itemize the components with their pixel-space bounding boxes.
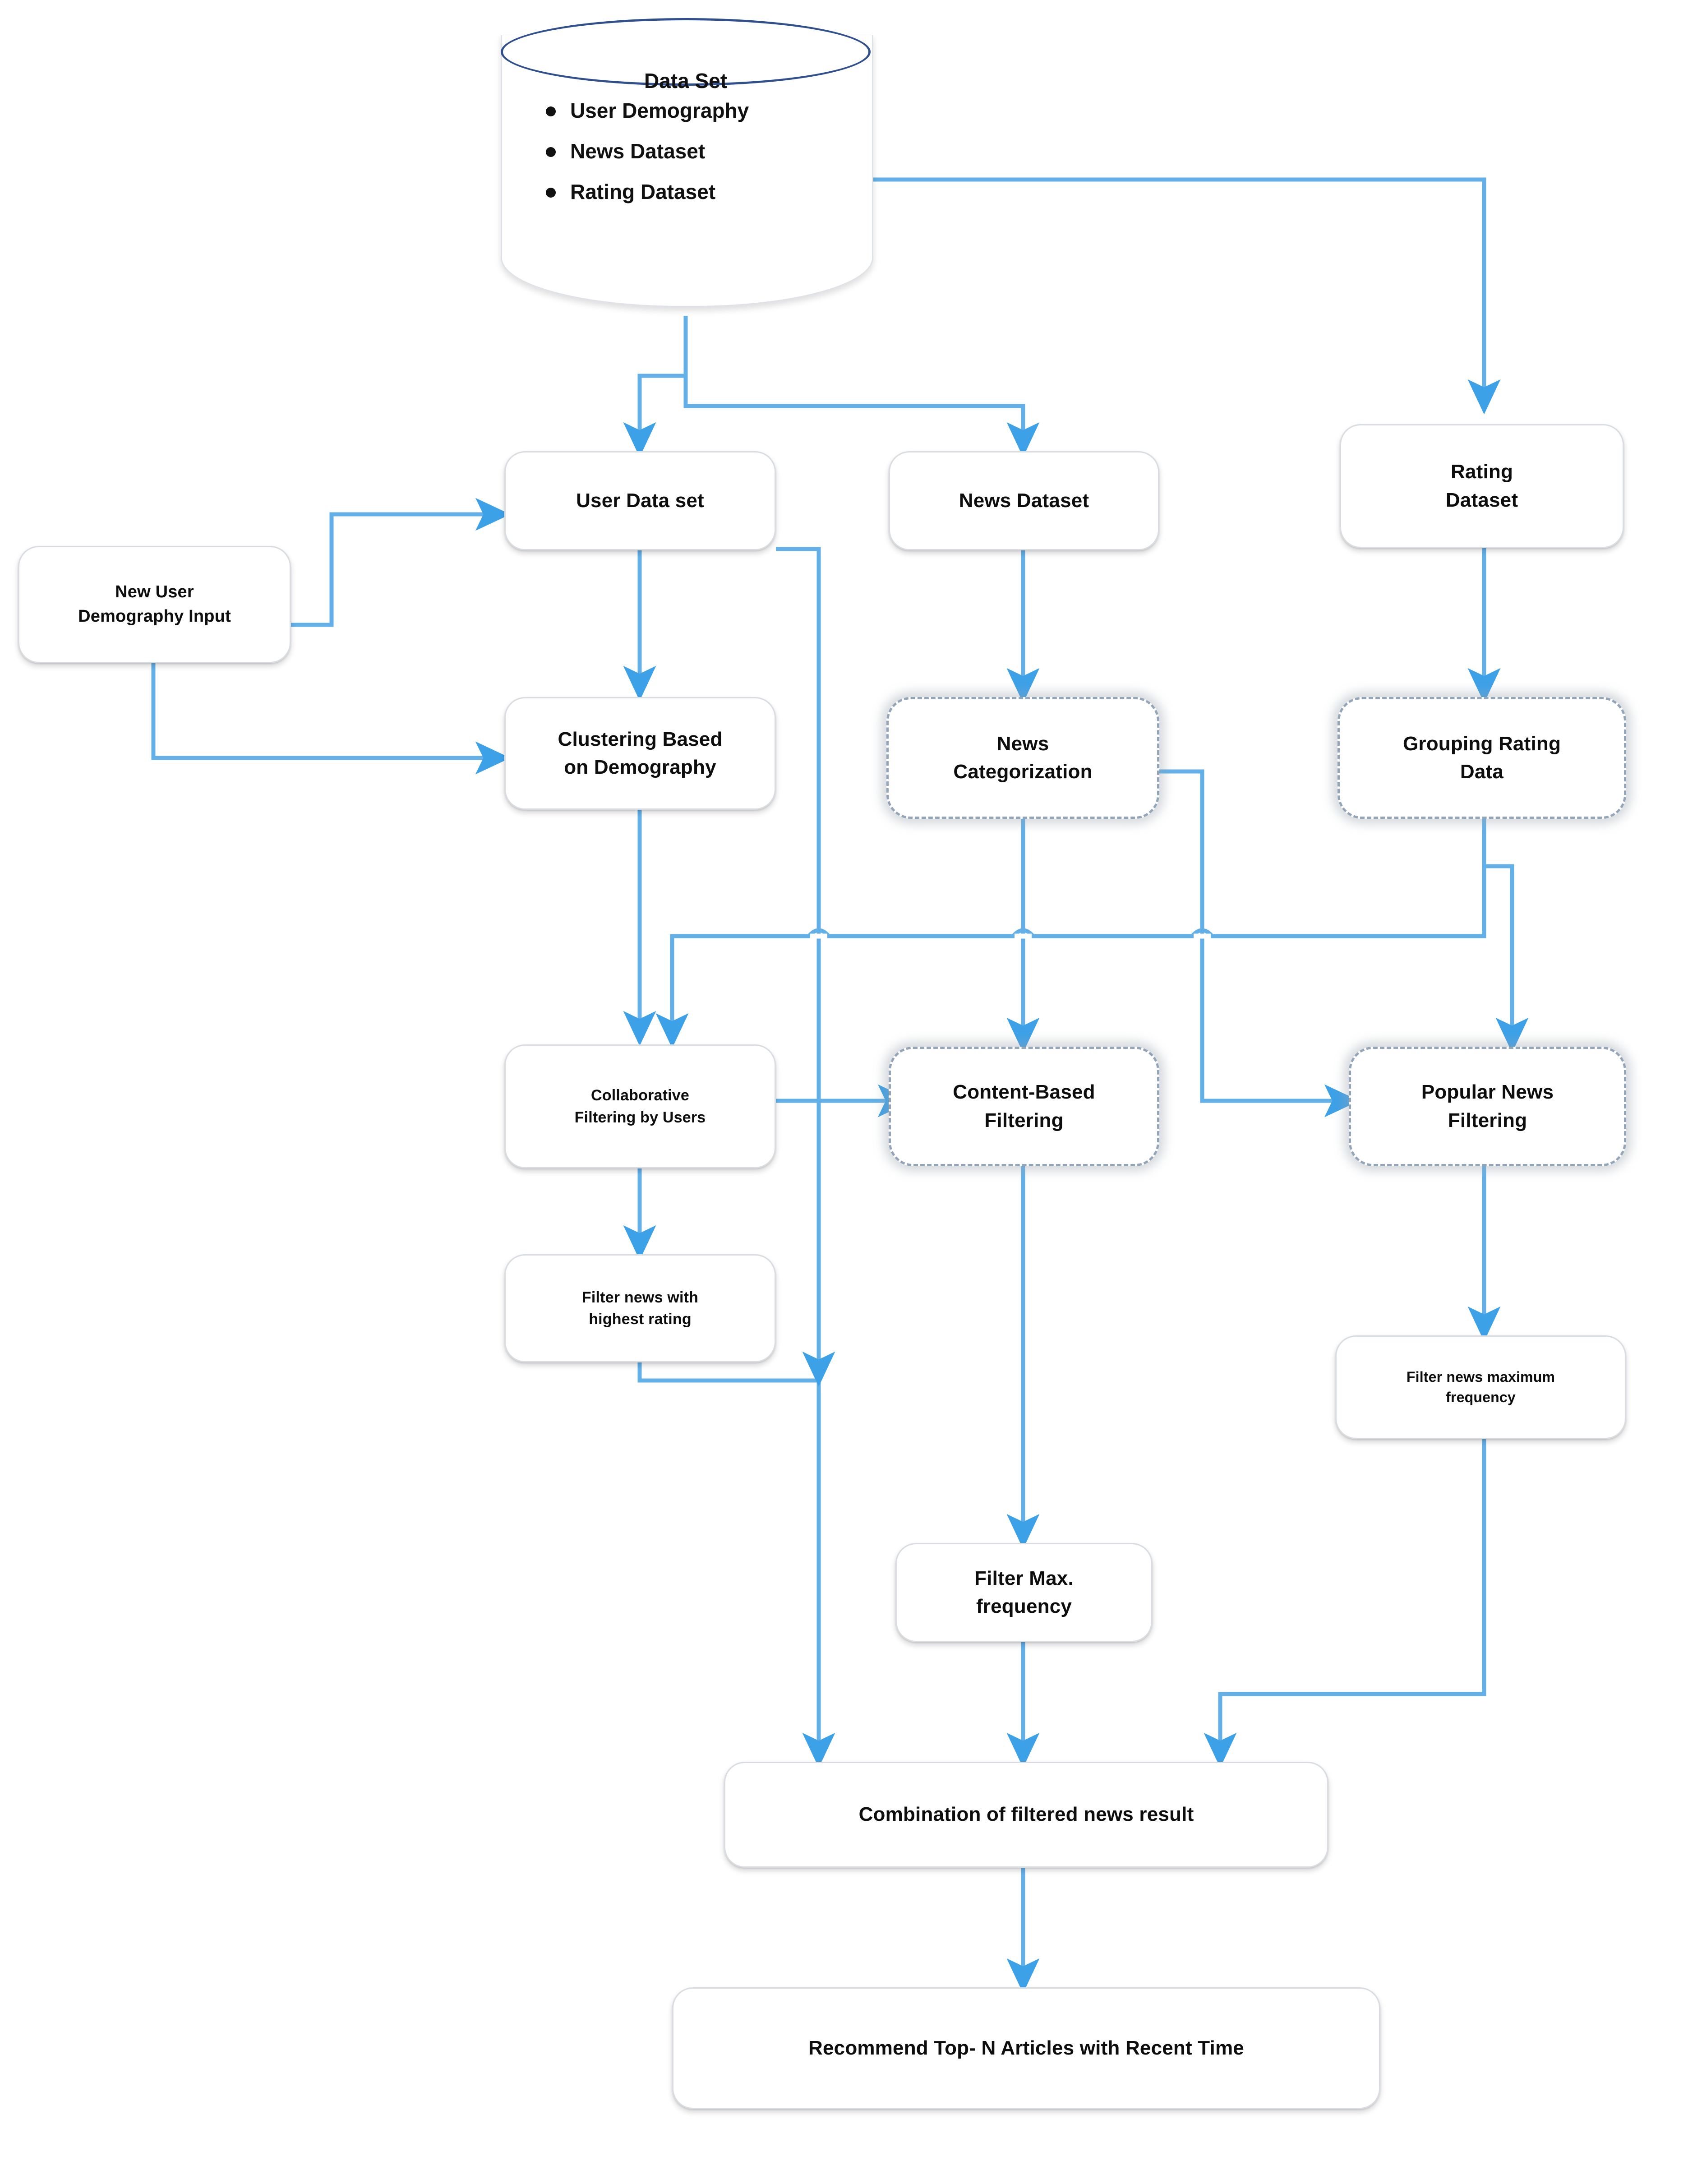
db-list-item: Rating Dataset	[546, 180, 886, 204]
edge-grouping-bus	[670, 819, 1486, 1033]
node-label: Collaborative Filtering by Users	[574, 1087, 706, 1126]
db-top-ellipse	[501, 18, 871, 86]
node-label: Clustering Based on Demography	[558, 728, 723, 778]
db-list-item: User Demography	[546, 98, 886, 123]
node-content-based-filtering[interactable]: Content-Based Filtering	[889, 1047, 1159, 1166]
node-user-dataset[interactable]: User Data set	[504, 451, 776, 550]
dataset-database-node: Data Set User Demography News Dataset Ra…	[501, 18, 873, 324]
edge-db-to-newsdataset	[683, 316, 1040, 457]
node-label: Popular News Filtering	[1421, 1081, 1554, 1131]
node-label: Combination of filtered news result	[858, 1803, 1194, 1826]
edge-filterhighest-to-combination	[637, 1362, 835, 1768]
node-rating-dataset[interactable]: Rating Dataset	[1340, 424, 1624, 548]
node-recommend-top-n-articles[interactable]: Recommend Top- N Articles with Recent Ti…	[672, 1987, 1380, 2109]
edge-grouping-to-popular	[1482, 819, 1529, 1053]
edge-newuser-to-userdataset	[291, 498, 511, 627]
node-label: Content-Based Filtering	[953, 1081, 1095, 1131]
node-combination-of-filtered-news-result[interactable]: Combination of filtered news result	[724, 1762, 1328, 1868]
node-label: Rating Dataset	[1445, 461, 1518, 511]
edge-db-to-userdataset	[623, 316, 688, 457]
node-news-categorization[interactable]: News Categorization	[886, 697, 1159, 819]
node-new-user-demography-input[interactable]: New User Demography Input	[18, 546, 291, 663]
node-news-dataset[interactable]: News Dataset	[889, 451, 1159, 550]
node-label: News Dataset	[959, 489, 1089, 512]
edge-db-to-rating	[871, 177, 1501, 415]
edge-userdataset-right-to-collab	[776, 547, 835, 1387]
node-label: News Categorization	[953, 732, 1093, 783]
node-filter-news-with-highest-rating[interactable]: Filter news with highest rating	[504, 1254, 776, 1362]
db-title: Data Set	[644, 69, 728, 92]
node-collaborative-filtering-by-users[interactable]: Collaborative Filtering by Users	[504, 1044, 776, 1168]
node-label: User Data set	[576, 489, 704, 512]
node-label: New User Demography Input	[78, 582, 231, 626]
node-filter-news-maximum-frequency[interactable]: Filter news maximum frequency	[1335, 1335, 1626, 1439]
node-clustering-based-on-demography[interactable]: Clustering Based on Demography	[504, 697, 776, 810]
node-grouping-rating-data[interactable]: Grouping Rating Data	[1337, 697, 1626, 819]
db-item-list: User Demography News Dataset Rating Data…	[532, 98, 886, 220]
edge-newuser-to-clustering	[151, 663, 511, 775]
node-label: Filter news maximum frequency	[1406, 1368, 1555, 1405]
node-label: Filter Max. frequency	[974, 1567, 1074, 1617]
edge-filternewsmax-to-combination	[1204, 1439, 1486, 1768]
node-label: Grouping Rating Data	[1402, 732, 1561, 783]
node-popular-news-filtering[interactable]: Popular News Filtering	[1349, 1047, 1626, 1166]
node-filter-max-frequency[interactable]: Filter Max. frequency	[895, 1543, 1153, 1642]
node-label: Recommend Top- N Articles with Recent Ti…	[808, 2036, 1244, 2059]
db-list-item: News Dataset	[546, 139, 886, 163]
node-label: Filter news with highest rating	[581, 1288, 699, 1328]
